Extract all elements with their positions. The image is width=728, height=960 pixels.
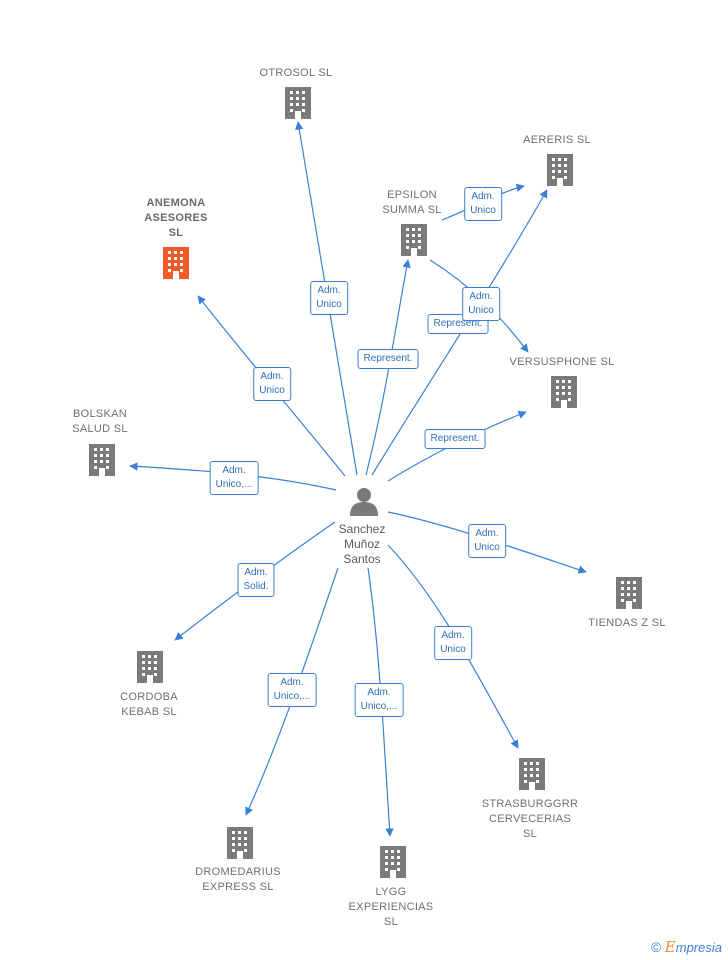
building-icon-cordoba[interactable] [137, 651, 163, 683]
building-icon-epsilon[interactable] [401, 224, 427, 256]
building-icon-versusphone[interactable] [551, 376, 577, 408]
edge-label-anemona[interactable]: Adm. Unico [253, 367, 291, 401]
edge-label-epsilon-versusphone[interactable]: Adm. Unico [462, 287, 500, 321]
edge-line-aereris [371, 189, 548, 476]
watermark-brand-initial: E [664, 938, 676, 956]
node-label-cordoba[interactable]: CORDOBA KEBAB SL [120, 691, 178, 718]
edge-label-otrosol[interactable]: Adm. Unico [310, 281, 348, 315]
edge-label-epsilon-aereris[interactable]: Adm. Unico [464, 187, 502, 221]
edge-label-dromedarius[interactable]: Adm. Unico,... [267, 673, 317, 707]
node-label-versusphone[interactable]: VERSUSPHONE SL [509, 356, 615, 368]
node-label-strasburggrr[interactable]: STRASBURGGRR CERVECERIAS SL [481, 798, 579, 840]
center-person-name[interactable]: Sanchez Muñoz Santos [338, 522, 386, 566]
watermark-brand-rest: mpresia [675, 940, 722, 955]
building-icon-bolskan[interactable] [89, 444, 115, 476]
building-icon-lygg[interactable] [380, 846, 406, 878]
building-icon-anemona[interactable] [163, 247, 189, 279]
building-icon-strasburggrr[interactable] [519, 758, 545, 790]
edge-label-tiendas[interactable]: Adm. Unico [468, 524, 506, 558]
node-label-bolskan[interactable]: BOLSKAN SALUD SL [72, 408, 128, 435]
node-label-epsilon[interactable]: EPSILON SUMMA SL [382, 189, 442, 216]
edge-label-strasburggrr[interactable]: Adm. Unico [434, 626, 472, 660]
edge-label-lygg[interactable]: Adm. Unico,... [354, 683, 404, 717]
node-label-tiendas[interactable]: TIENDAS Z SL [588, 617, 666, 629]
person-icon[interactable] [350, 488, 378, 516]
building-icon-aereris[interactable] [547, 154, 573, 186]
node-label-aereris[interactable]: AERERIS SL [523, 134, 591, 146]
copyright-symbol: © [650, 939, 662, 955]
node-label-otrosol[interactable]: OTROSOL SL [259, 67, 333, 79]
empresia-watermark: © Empresia [651, 938, 722, 956]
edge-label-epsilon[interactable]: Represent. [357, 349, 419, 369]
building-icon-otrosol[interactable] [285, 87, 311, 119]
building-icon-dromedarius[interactable] [227, 827, 253, 859]
node-label-lygg[interactable]: LYGG EXPERIENCIAS SL [348, 886, 434, 928]
edge-label-cordoba[interactable]: Adm. Solid. [237, 563, 275, 597]
building-icon-tiendas[interactable] [616, 577, 642, 609]
node-label-dromedarius[interactable]: DROMEDARIUS EXPRESS SL [195, 866, 281, 893]
node-label-anemona[interactable]: ANEMONA ASESORES SL [144, 197, 208, 239]
edge-label-bolskan[interactable]: Adm. Unico,... [209, 461, 259, 495]
edge-label-versusphone[interactable]: Represent. [424, 429, 486, 449]
